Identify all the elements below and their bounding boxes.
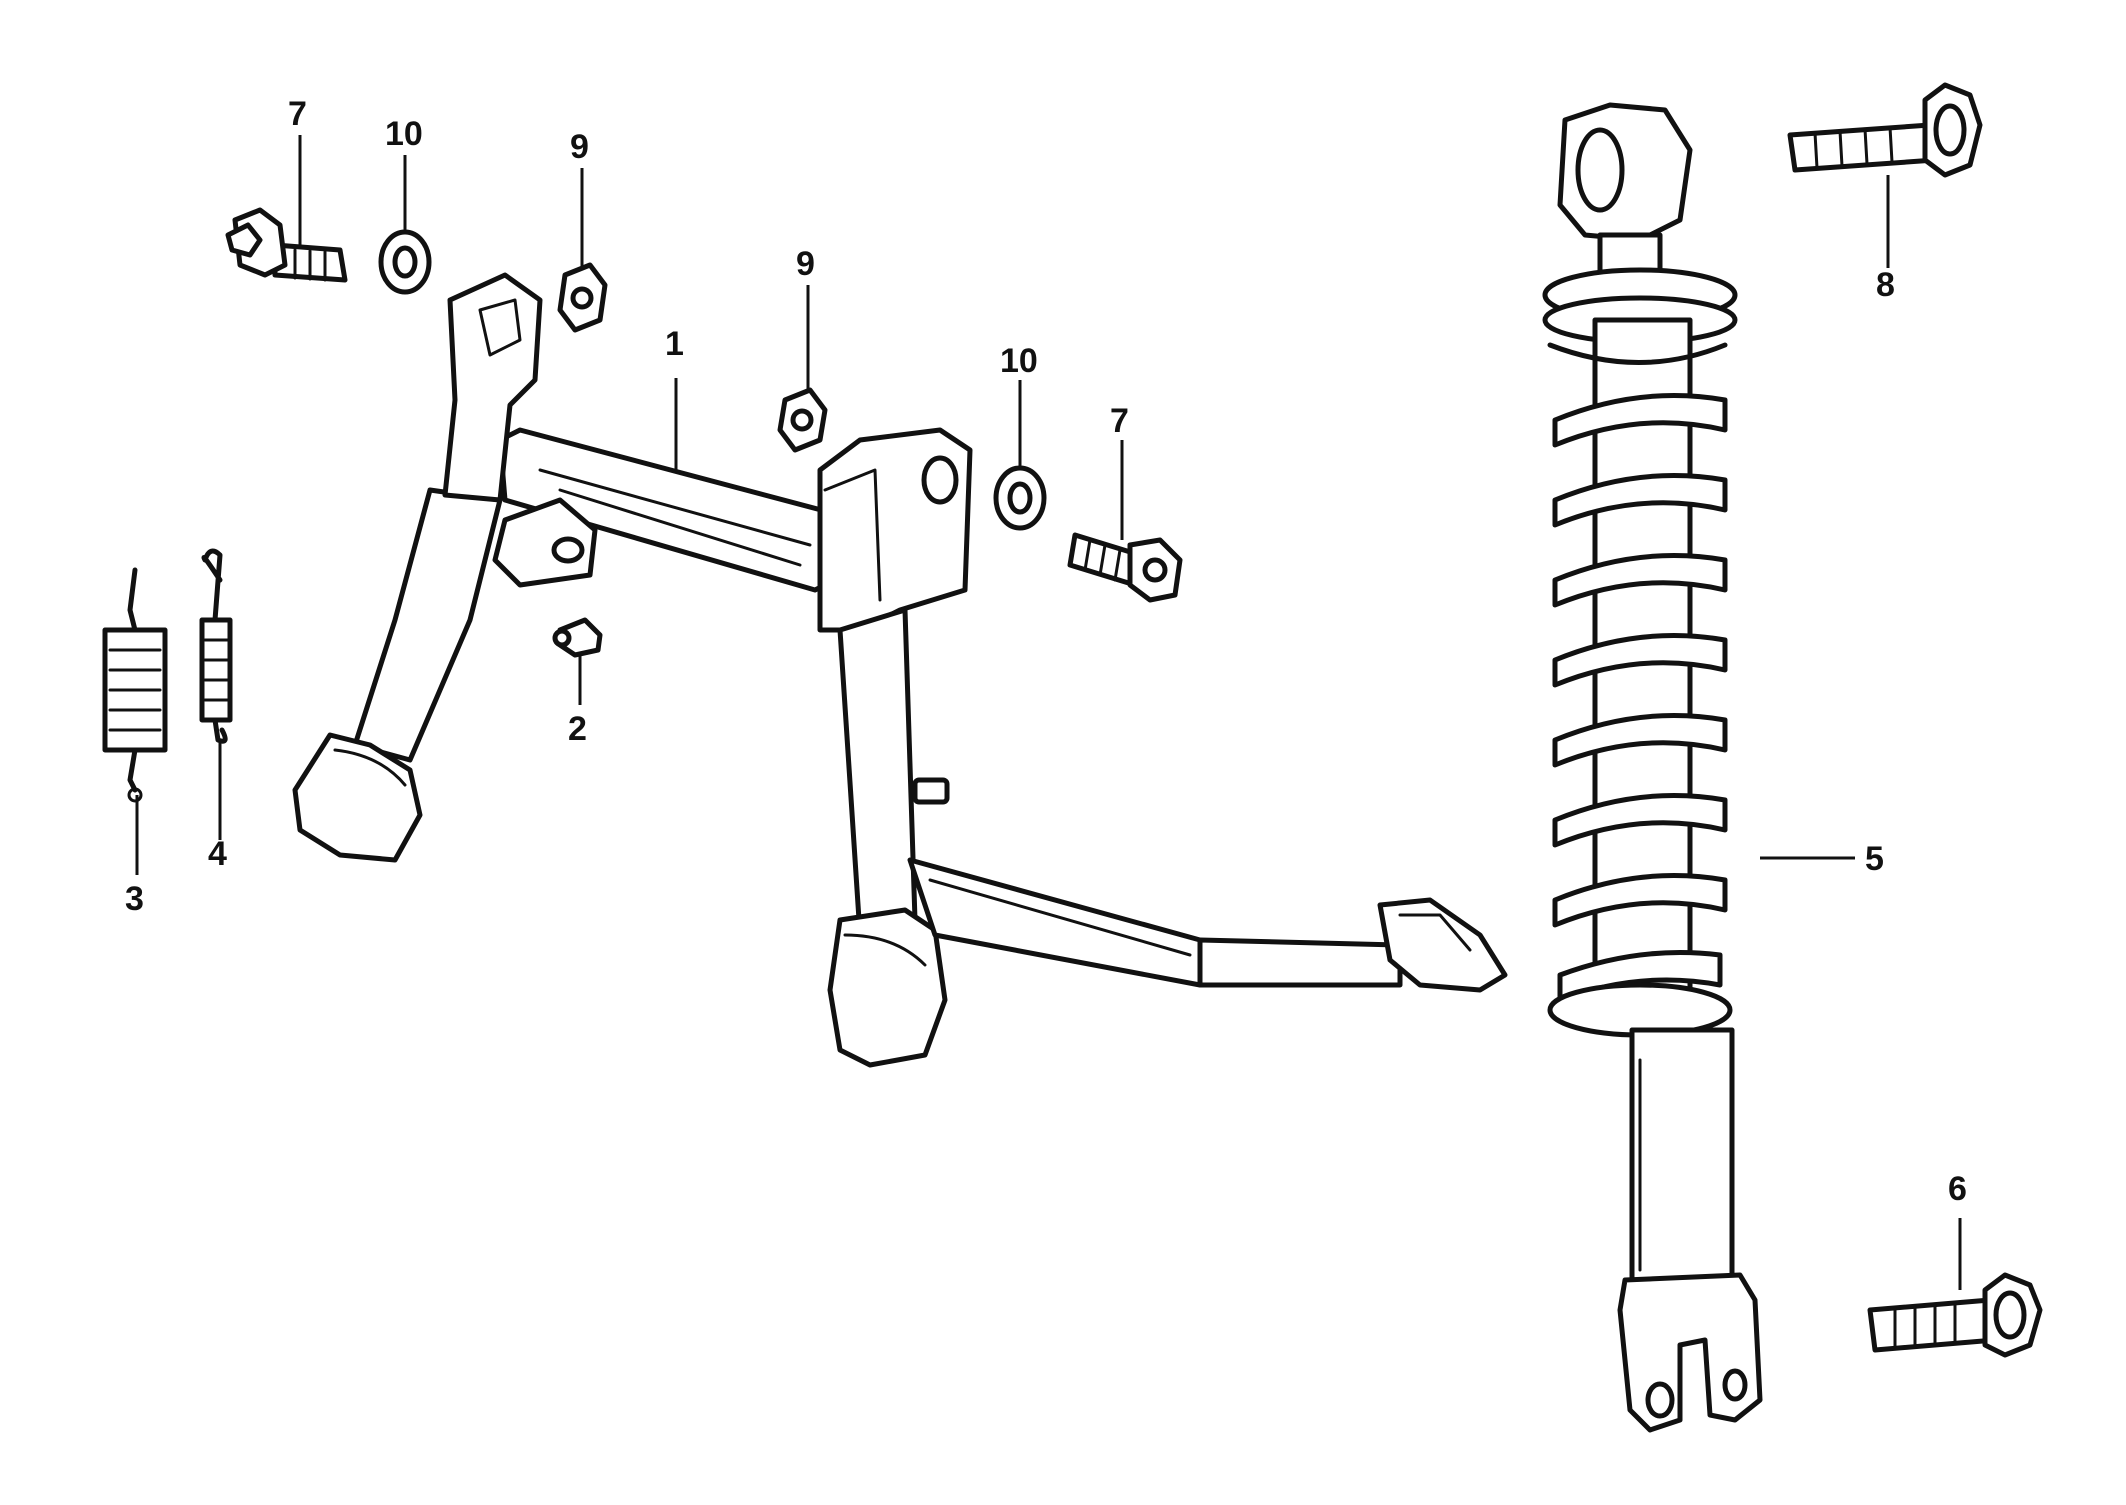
washer-part-10-right: [993, 465, 1047, 531]
spring-part-3: [102, 567, 168, 803]
coil-spring: [1547, 342, 1728, 1003]
callout-10-left: 10: [385, 115, 423, 153]
callout-5: 5: [1865, 840, 1884, 878]
callout-8: 8: [1876, 266, 1895, 304]
callout-9-right: 9: [796, 245, 815, 283]
bolt-part-6: [1867, 1272, 2043, 1358]
callout-4: 4: [208, 835, 227, 873]
nut-part-9-right: [777, 387, 828, 453]
callout-6: 6: [1948, 1170, 1967, 1208]
callout-7-right: 7: [1110, 402, 1129, 440]
bolt-part-7-right: [1067, 532, 1183, 603]
spring-part-4: [199, 548, 233, 744]
callout-9-left: 9: [570, 128, 589, 166]
pin-part: [552, 617, 603, 658]
nut-part-9-left: [557, 262, 608, 333]
shock-absorber-part: [1542, 102, 1763, 1433]
leader-lines: [135, 135, 1962, 1290]
callout-2: 2: [568, 710, 587, 748]
callout-7-left: 7: [288, 95, 307, 133]
main-stand-part: [292, 272, 1508, 1068]
bolt-part-8: [1787, 82, 1983, 178]
bolt-part-7-left: [225, 207, 348, 283]
callout-3: 3: [125, 880, 144, 918]
callout-10-right: 10: [1000, 342, 1038, 380]
washer-part-10-left: [378, 229, 432, 295]
callout-labels: 1 2 3 4 5 6 7 7 8 9 9 10 10: [125, 95, 1967, 1208]
callout-1: 1: [665, 325, 684, 363]
